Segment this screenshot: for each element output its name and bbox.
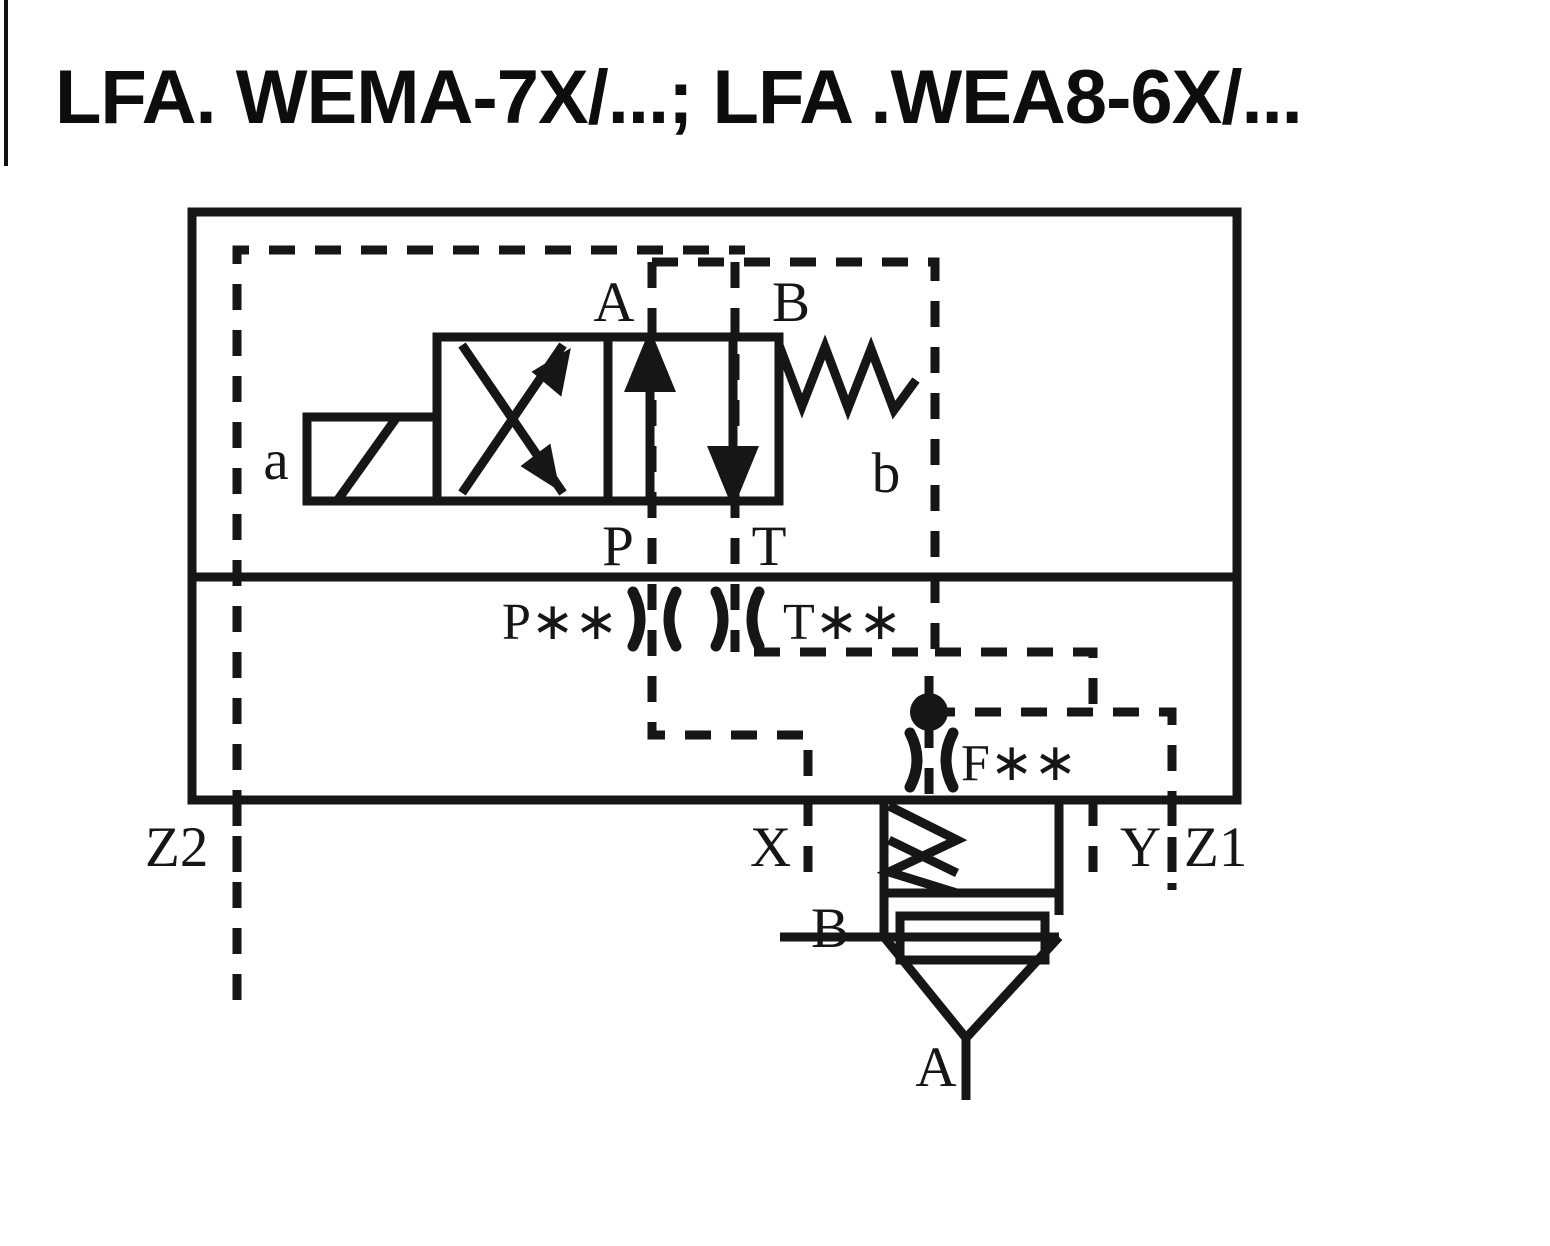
cartridge-spring-symbol — [876, 801, 968, 898]
cartridge-valve-body — [780, 800, 1064, 1100]
pilot-boundary-inner-dashed — [652, 257, 940, 657]
return-spring-symbol — [774, 334, 920, 421]
orifice-p-label: P∗∗ — [502, 594, 618, 651]
left-margin-rule — [4, 0, 8, 166]
orifice-t-symbol — [710, 586, 765, 652]
page-title: LFA. WEMA-7X/...; LFA .WEA8-6X/... — [55, 55, 1303, 140]
external-port-label-x: X — [750, 816, 791, 879]
pilot-port-label-b: B — [772, 271, 810, 334]
valve-housing-frame — [187, 207, 1242, 805]
pilot-boundary-outer-dashed — [232, 245, 745, 1000]
external-port-label-y: Y — [1120, 816, 1161, 879]
spring-label-b: b — [872, 442, 901, 505]
orifice-t-label: T∗∗ — [783, 594, 902, 651]
external-port-label-z2: Z2 — [145, 816, 208, 879]
orifice-f-symbol — [904, 727, 959, 793]
cartridge-port-label-a: A — [915, 1036, 956, 1099]
pilot-port-label-t: T — [752, 515, 787, 578]
orifice-f-label: F∗∗ — [961, 735, 1077, 792]
external-port-stubs — [232, 800, 1177, 880]
solenoid-actuator-box — [302, 412, 442, 506]
pilot-port-label-p: P — [602, 515, 634, 578]
pilot-junction-dot — [910, 693, 948, 731]
external-port-label-z1: Z1 — [1184, 816, 1247, 879]
solenoid-label-a: a — [263, 429, 288, 492]
pilot-line-p-branch — [647, 262, 813, 800]
orifice-p-symbol — [627, 586, 682, 652]
cartridge-port-label-b: B — [811, 897, 849, 960]
pilot-port-label-a: A — [593, 271, 634, 334]
crossed-flow-arrows — [458, 342, 571, 496]
